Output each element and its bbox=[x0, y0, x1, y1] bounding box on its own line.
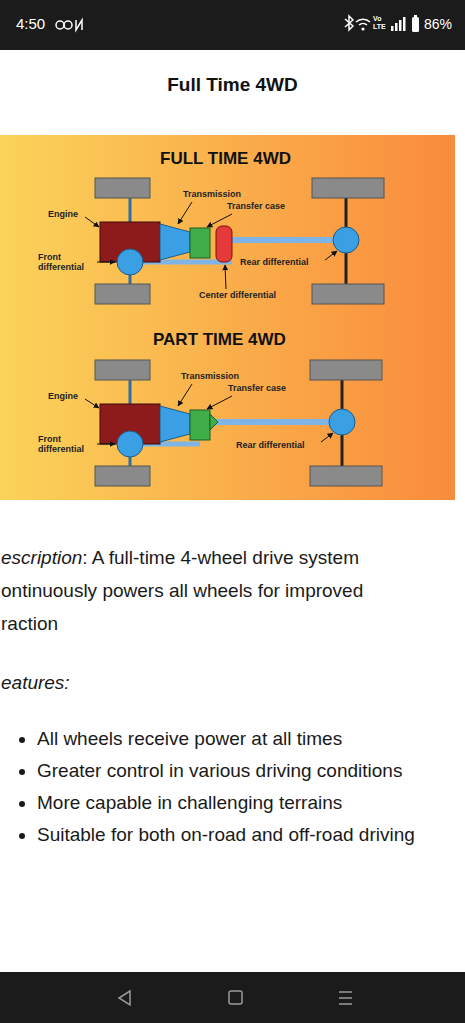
status-network: Vo LTE bbox=[373, 15, 387, 31]
feature-list: All wheels receive power at all timesGre… bbox=[18, 723, 417, 851]
full-time-drivetrain bbox=[95, 178, 384, 304]
status-time: 4:50 bbox=[16, 15, 45, 32]
description-paragraph: escription: A full-time 4-wheel drive sy… bbox=[1, 541, 421, 640]
part-label: Front differential bbox=[38, 434, 96, 454]
feature-item: More capable in challenging terrains bbox=[37, 787, 417, 819]
part-label: Transmission bbox=[181, 371, 239, 381]
part-label: Center differential bbox=[199, 290, 276, 300]
status-icons bbox=[56, 16, 370, 30]
part-label: Rear differential bbox=[240, 257, 309, 267]
feature-item: Suitable for both on-road and off-road d… bbox=[37, 819, 417, 851]
features-heading: eatures: bbox=[1, 672, 70, 694]
status-battery: 86% bbox=[424, 16, 452, 32]
diagram-heading: PART TIME 4WD bbox=[153, 330, 286, 350]
part-label: Transmission bbox=[183, 189, 241, 199]
signal-battery bbox=[361, 15, 419, 32]
nav-icons bbox=[119, 991, 352, 1005]
diagram-heading: FULL TIME 4WD bbox=[160, 149, 291, 169]
part-label: Engine bbox=[48, 391, 78, 401]
part-time-drivetrain bbox=[95, 360, 382, 486]
part-label: Transfer case bbox=[227, 201, 285, 211]
part-label: Rear differential bbox=[236, 440, 305, 450]
description-label: escription bbox=[1, 547, 82, 568]
leader-lines bbox=[85, 202, 337, 444]
nav-bar bbox=[0, 972, 465, 1023]
status-bar bbox=[0, 0, 465, 50]
part-label: Front differential bbox=[38, 252, 96, 272]
diagram-image bbox=[0, 135, 455, 500]
part-label: Transfer case bbox=[228, 383, 286, 393]
page-heading: Full Time 4WD bbox=[0, 74, 465, 96]
feature-item: Greater control in various driving condi… bbox=[37, 755, 417, 787]
feature-item: All wheels receive power at all times bbox=[37, 723, 417, 755]
part-label: Engine bbox=[48, 209, 78, 219]
